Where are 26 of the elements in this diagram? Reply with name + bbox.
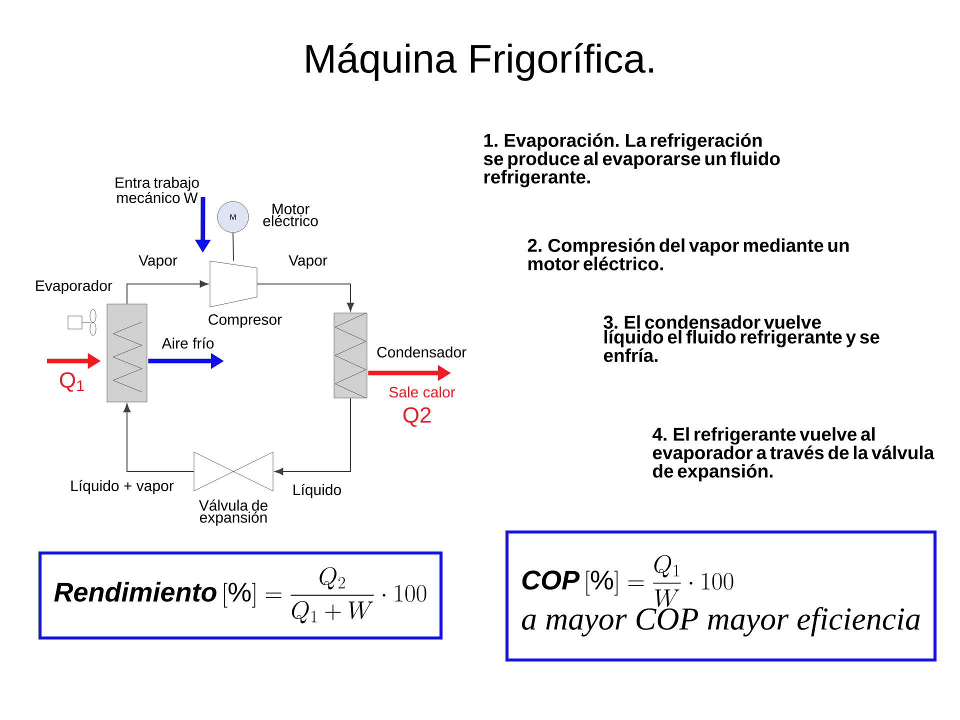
component-label: Compresor [208,314,282,328]
step-description: 1. Evaporación. La refrigeración se produce al evaporarse un fluido refrigerante. [484,133,780,188]
edge-label: Sale calor [389,386,456,398]
step-description: 2. Compresión del vapor mediante un motor eléctrico. [528,238,849,270]
flow-arrow [126,280,208,304]
component-label: Evaporador [36,280,112,294]
title: Máquina Frigorífica. [306,43,654,81]
edge-label: Entra trabajo mecánico W [116,176,199,204]
formula-box: $\textbf{\textit{COP}}\left[\%\right]=\frac{Q_1}{W}\cdot 100$ a mayor COP mayor eficiencia [506,530,937,662]
shaft-line [232,232,234,262]
step-description: 4. El refrigerante vuelve al evaporador a través de la válvula de expansión. [652,427,934,482]
edge-label: Líquido [294,484,341,498]
edge-label: Q$_{1}$ [60,372,84,392]
flow-arrow [256,284,354,312]
component-label: Motor eléctrico [263,204,318,226]
heat-label: Q2 [403,407,431,427]
flow-arrow [123,404,194,472]
edge-label: Líquido + vapor [71,480,174,494]
component-label: Válvula de expansión [198,500,268,526]
step-description: 3. El condensador vuelve líquido el fluido refrigerante y se enfría. [604,315,880,362]
component-label: Condensador [377,346,466,358]
formula-box: $\textbf{\textit{Rendimiento}}\left[\%\right]=\frac{Q_2}{Q_1+W}\cdot 100$ [38,552,442,640]
edge-label: Aire frío [162,337,214,349]
edge-label: Vapor [138,255,178,269]
edge-label: Vapor [288,255,328,269]
flow-arrow [274,398,351,476]
